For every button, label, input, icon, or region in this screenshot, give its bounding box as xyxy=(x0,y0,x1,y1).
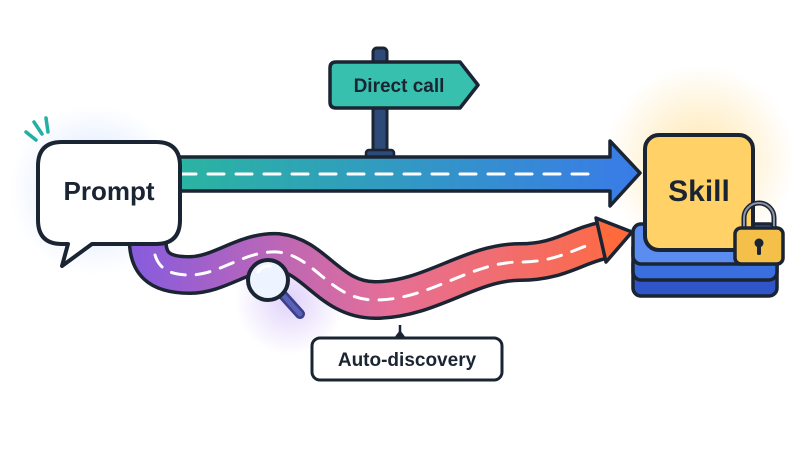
magnifier-icon xyxy=(246,258,305,319)
sparkle-icon xyxy=(24,116,50,142)
skill-label: Skill xyxy=(668,175,730,208)
direct-call-arrow xyxy=(170,139,642,208)
prompt-label: Prompt xyxy=(64,176,155,206)
skill-box: Skill xyxy=(643,133,755,252)
lock-icon xyxy=(733,200,785,266)
auto-discovery-tag: Auto-discovery xyxy=(310,325,504,382)
auto-discovery-arrow xyxy=(127,216,634,320)
direct-call-label: Direct call xyxy=(354,76,445,97)
auto-discovery-label: Auto-discovery xyxy=(338,350,477,371)
direct-call-sign: Direct call xyxy=(328,60,480,110)
prompt-bubble: Prompt xyxy=(36,140,182,268)
speech-bubble-icon xyxy=(36,140,182,268)
